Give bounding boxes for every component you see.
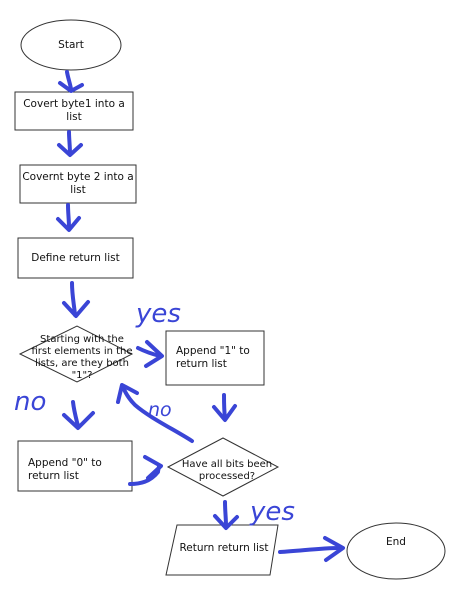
decision2-label: Have all bits been processed? — [181, 459, 273, 482]
arrow-decision1-to-append1 — [136, 340, 164, 368]
define-return-list-label: Define return list — [31, 251, 120, 264]
convert-byte1-label: Covert byte1 into a list — [23, 98, 125, 123]
yes-label-top: yes — [135, 299, 181, 329]
arrow-append0-to-decision2 — [128, 455, 163, 486]
both-one-decision — [18, 325, 134, 383]
arrow-decision2-loop-back — [116, 383, 194, 443]
arrow-start-to-convert1 — [58, 70, 84, 93]
arrow-append1-to-decision2 — [212, 393, 237, 422]
arrow-define-to-decision1 — [62, 281, 90, 318]
append-zero-label: Append "0" to return list — [28, 457, 102, 482]
all-processed-decision — [166, 437, 280, 497]
convert-byte2-label: Covernt byte 2 into a list — [22, 171, 134, 196]
no-label-left: no — [14, 387, 46, 417]
no-label-loop: no — [148, 399, 172, 421]
append-one-label: Append "1" to return list — [176, 345, 250, 370]
define-return-list-box — [17, 237, 134, 279]
decision1-label: Starting with the first elements in the … — [31, 334, 133, 381]
return-list-label: Return return list — [179, 541, 269, 554]
arrow-return-to-end — [278, 536, 345, 562]
yes-label-bottom: yes — [249, 497, 295, 527]
arrow-decision1-to-append0 — [62, 400, 95, 430]
start-terminal — [20, 19, 122, 71]
convert-byte2-box — [19, 164, 137, 204]
convert-byte1-box — [14, 91, 134, 131]
end-label: End — [386, 536, 406, 548]
append-one-box — [165, 330, 265, 386]
arrow-convert1-to-convert2 — [57, 130, 83, 157]
append-zero-box — [17, 440, 133, 492]
end-terminal — [346, 522, 446, 580]
arrow-decision2-to-return — [213, 500, 239, 530]
arrow-convert2-to-define — [56, 203, 81, 232]
return-list-parallelogram — [165, 524, 279, 576]
start-label: Start — [58, 38, 84, 51]
